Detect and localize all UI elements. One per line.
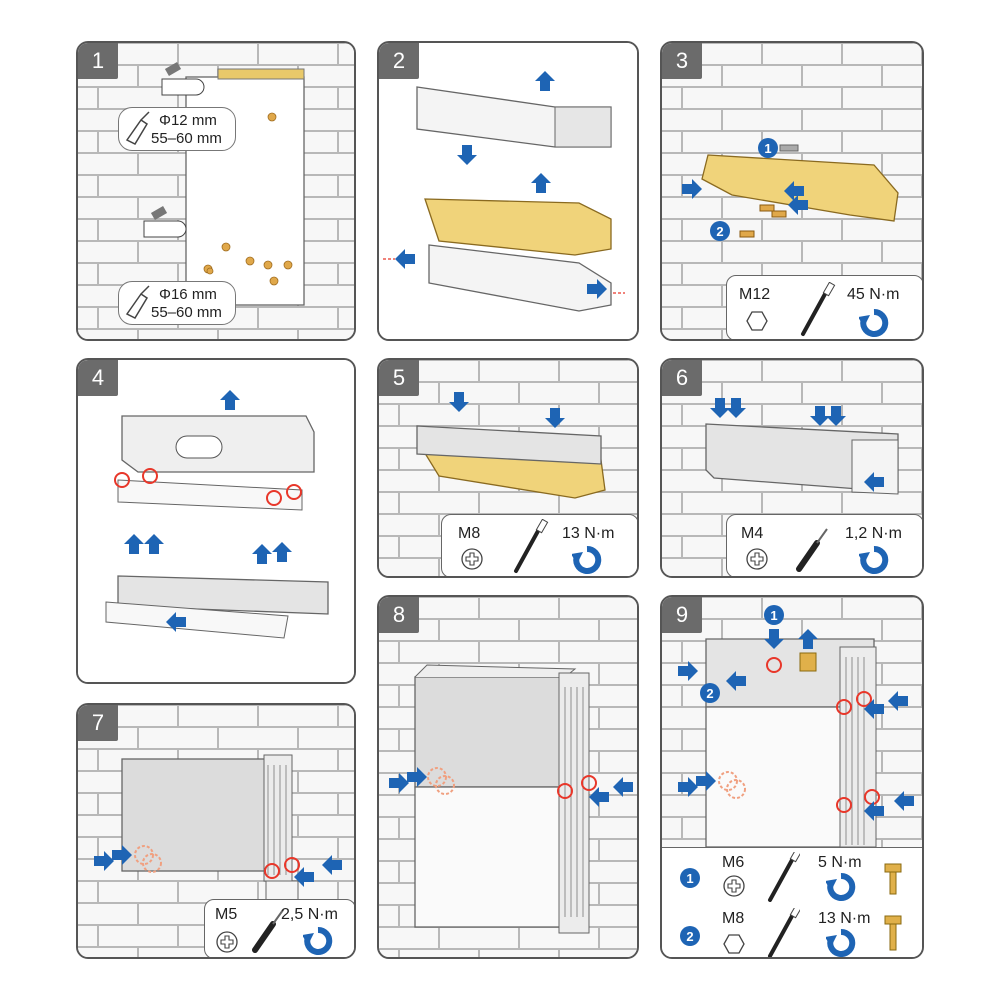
clockwise-rotation-icon	[826, 928, 856, 958]
step-number: 9	[662, 597, 702, 633]
torque-value: 45 N·m	[847, 286, 900, 303]
step-number: 4	[78, 360, 118, 396]
step-number: 2	[379, 43, 419, 79]
step-number: 7	[78, 705, 118, 741]
step-3-panel: 3 1 2 M12 45 N·m	[660, 41, 924, 341]
step-badge-2: 2	[710, 221, 730, 241]
drill-spec-top: Φ12 mm 55–60 mm	[118, 107, 236, 151]
step-7-panel: 7 M5 2,5 N·m	[76, 703, 356, 959]
hex-head-icon	[746, 311, 768, 331]
bolt-icon	[884, 915, 902, 951]
step-badge-1: 1	[758, 138, 778, 158]
torque-wrench-icon	[801, 282, 837, 336]
step-4-panel: 4	[76, 358, 356, 684]
step-5-panel: 5 M8 13 N·m	[377, 358, 639, 578]
clockwise-rotation-icon	[572, 545, 602, 575]
torque-spec: M8 13 N·m	[441, 514, 637, 576]
drill-diameter: Φ16 mm	[159, 286, 217, 303]
step-number: 3	[662, 43, 702, 79]
step-badge-1: 1	[764, 605, 784, 625]
step-2-panel: 2	[377, 41, 639, 341]
bolt-size: M6	[722, 854, 745, 871]
step-badge-2: 2	[700, 683, 720, 703]
drill-icon	[125, 285, 150, 319]
drill-spec-bottom: Φ16 mm 55–60 mm	[118, 281, 236, 325]
torque-spec: M5 2,5 N·m	[204, 899, 354, 957]
drill-diameter: Φ12 mm	[159, 112, 217, 129]
step-number: 5	[379, 360, 419, 396]
row-badge-1: 1	[680, 868, 700, 888]
bolt-size: M8	[722, 910, 745, 927]
torque-spec: M12 45 N·m	[726, 275, 922, 339]
bolt-icon	[884, 863, 902, 895]
torque-wrench-icon	[768, 852, 800, 902]
step-2-illustration	[379, 43, 637, 339]
hex-head-icon	[723, 934, 745, 954]
phillips-head-icon	[746, 548, 768, 570]
screwdriver-icon	[251, 904, 285, 954]
torque-value: 1,2 N·m	[845, 525, 902, 542]
torque-value: 5 N·m	[818, 854, 862, 871]
step-6-panel: 6 M4 1,2 N·m	[660, 358, 924, 578]
torque-value: 13 N·m	[818, 910, 871, 927]
drill-depth: 55–60 mm	[151, 130, 222, 147]
torque-value: 13 N·m	[562, 525, 615, 542]
step-8-panel: 8	[377, 595, 639, 959]
torque-wrench-icon	[768, 908, 800, 957]
step-number: 6	[662, 360, 702, 396]
step-4-illustration	[78, 360, 354, 682]
drill-icon	[125, 111, 150, 145]
clockwise-rotation-icon	[859, 308, 889, 338]
screwdriver-icon	[793, 519, 833, 575]
clockwise-rotation-icon	[826, 872, 856, 902]
step-number: 1	[78, 43, 118, 79]
drill-depth: 55–60 mm	[151, 304, 222, 321]
row-badge-2: 2	[680, 926, 700, 946]
bolt-size: M12	[739, 286, 771, 303]
bolt-size: M8	[458, 525, 481, 542]
phillips-head-icon	[216, 931, 238, 953]
torque-value: 2,5 N·m	[281, 906, 338, 923]
torque-spec-table: 1 M6 5 N·m 2 M8 13 N·m	[662, 847, 922, 958]
phillips-head-icon	[461, 548, 483, 570]
clockwise-rotation-icon	[303, 926, 333, 956]
step-number: 8	[379, 597, 419, 633]
torque-spec: M4 1,2 N·m	[726, 514, 922, 576]
bolt-size: M5	[215, 906, 238, 923]
step-9-panel: 9 1 2 1 M6 5 N·m 2 M8 13 N·m	[660, 595, 924, 959]
clockwise-rotation-icon	[859, 545, 889, 575]
step-1-panel: 1 Φ12 mm 55–60 mm Φ16 mm 55–60 mm	[76, 41, 356, 341]
bolt-size: M4	[741, 525, 764, 542]
torque-wrench-icon	[514, 519, 550, 573]
phillips-head-icon	[723, 875, 745, 897]
step-8-illustration	[379, 597, 637, 957]
